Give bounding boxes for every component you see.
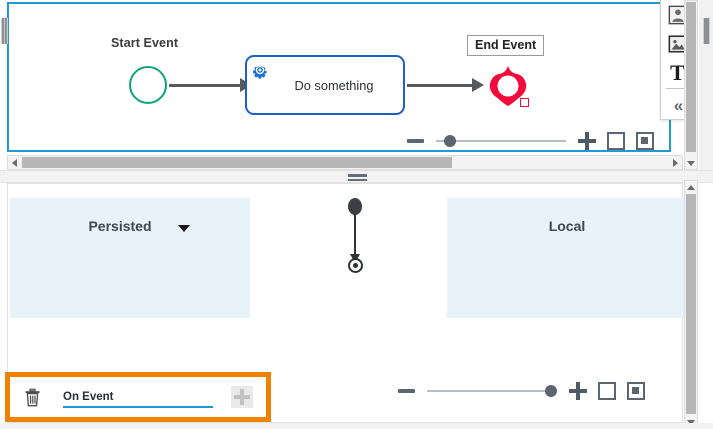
zoom-in-button-top[interactable]: [578, 132, 596, 150]
event-name-input[interactable]: [63, 390, 213, 408]
bpmn-canvas[interactable]: Start Event Do something End Event: [7, 2, 671, 152]
horizontal-scroll-thumb[interactable]: [22, 157, 452, 168]
zoom-slider-handle-bottom[interactable]: [545, 385, 557, 397]
text-icon[interactable]: T: [661, 58, 694, 87]
region-local[interactable]: Local: [447, 198, 687, 318]
fit-to-screen-icon-top[interactable]: [636, 132, 654, 150]
window-bottom-strip: [0, 423, 713, 429]
zoom-controls-top: [407, 132, 654, 150]
scroll-down-arrow-top[interactable]: [685, 157, 697, 169]
fit-to-screen-icon-bottom[interactable]: [627, 382, 645, 400]
panel-splitter[interactable]: [0, 170, 713, 183]
vertical-scroll-thumb-bottom[interactable]: [686, 194, 696, 414]
vertical-scroll-thumb-top[interactable]: [686, 2, 696, 152]
start-event-node[interactable]: [129, 66, 167, 104]
horizontal-scrollbar[interactable]: [7, 155, 683, 170]
service-task-label: Do something: [294, 77, 374, 93]
region-persisted-title: Persisted: [88, 218, 152, 234]
fullscreen-icon-top[interactable]: [607, 132, 625, 150]
zoom-slider-bottom[interactable]: [427, 385, 557, 397]
region-persisted[interactable]: Persisted: [10, 198, 250, 318]
right-splitter-grip[interactable]: [703, 18, 710, 44]
event-toolbar: [5, 372, 271, 422]
right-panel-splitter[interactable]: [699, 0, 713, 170]
selection-handle[interactable]: [520, 98, 529, 107]
collapse-icon[interactable]: «: [661, 91, 694, 120]
collapse-icon-glyph: «: [673, 96, 684, 115]
state-transition-arrow[interactable]: [350, 214, 359, 263]
zoom-out-button-bottom[interactable]: [398, 389, 415, 393]
region-local-title: Local: [548, 218, 586, 234]
left-splitter-grip[interactable]: [1, 18, 8, 44]
vertical-scrollbar-bottom[interactable]: [684, 180, 698, 429]
vertical-scrollbar-top[interactable]: [684, 0, 698, 170]
end-event-node[interactable]: [486, 64, 530, 108]
sequence-flow-2[interactable]: [407, 78, 484, 92]
fullscreen-icon-bottom[interactable]: [598, 382, 616, 400]
participant-icon[interactable]: [661, 0, 694, 29]
sequence-flow-1[interactable]: [169, 78, 252, 92]
panel-splitter-grip[interactable]: [348, 174, 367, 181]
final-state-node[interactable]: [348, 258, 363, 273]
zoom-in-button-bottom[interactable]: [569, 382, 587, 400]
left-panel-splitter[interactable]: [0, 0, 8, 155]
delete-icon[interactable]: [24, 388, 41, 407]
palette-divider: [666, 88, 689, 89]
zoom-slider-top[interactable]: [436, 135, 566, 147]
event-name-field[interactable]: [63, 387, 213, 408]
service-task-node[interactable]: Do something: [245, 55, 405, 115]
chevron-down-icon[interactable]: [178, 225, 190, 232]
add-event-button[interactable]: [231, 386, 253, 408]
gear-icon: [251, 61, 269, 79]
zoom-out-button-top[interactable]: [407, 139, 424, 143]
event-name-underline: [63, 405, 213, 408]
scroll-left-arrow[interactable]: [8, 156, 21, 169]
zoom-controls-bottom: [398, 382, 645, 400]
scroll-right-arrow[interactable]: [669, 156, 682, 169]
initial-state-node[interactable]: [348, 198, 362, 215]
end-event-label[interactable]: End Event: [467, 35, 545, 56]
zoom-slider-handle-top[interactable]: [444, 135, 456, 147]
text-icon-glyph: T: [670, 59, 685, 85]
start-event-label: Start Event: [111, 36, 179, 50]
bpmn-panel: Start Event Do something End Event: [0, 0, 713, 170]
horizontal-scroll-track[interactable]: [21, 156, 669, 169]
scroll-down-arrow-bottom[interactable]: [685, 416, 697, 428]
scroll-up-arrow-bottom[interactable]: [685, 181, 697, 193]
